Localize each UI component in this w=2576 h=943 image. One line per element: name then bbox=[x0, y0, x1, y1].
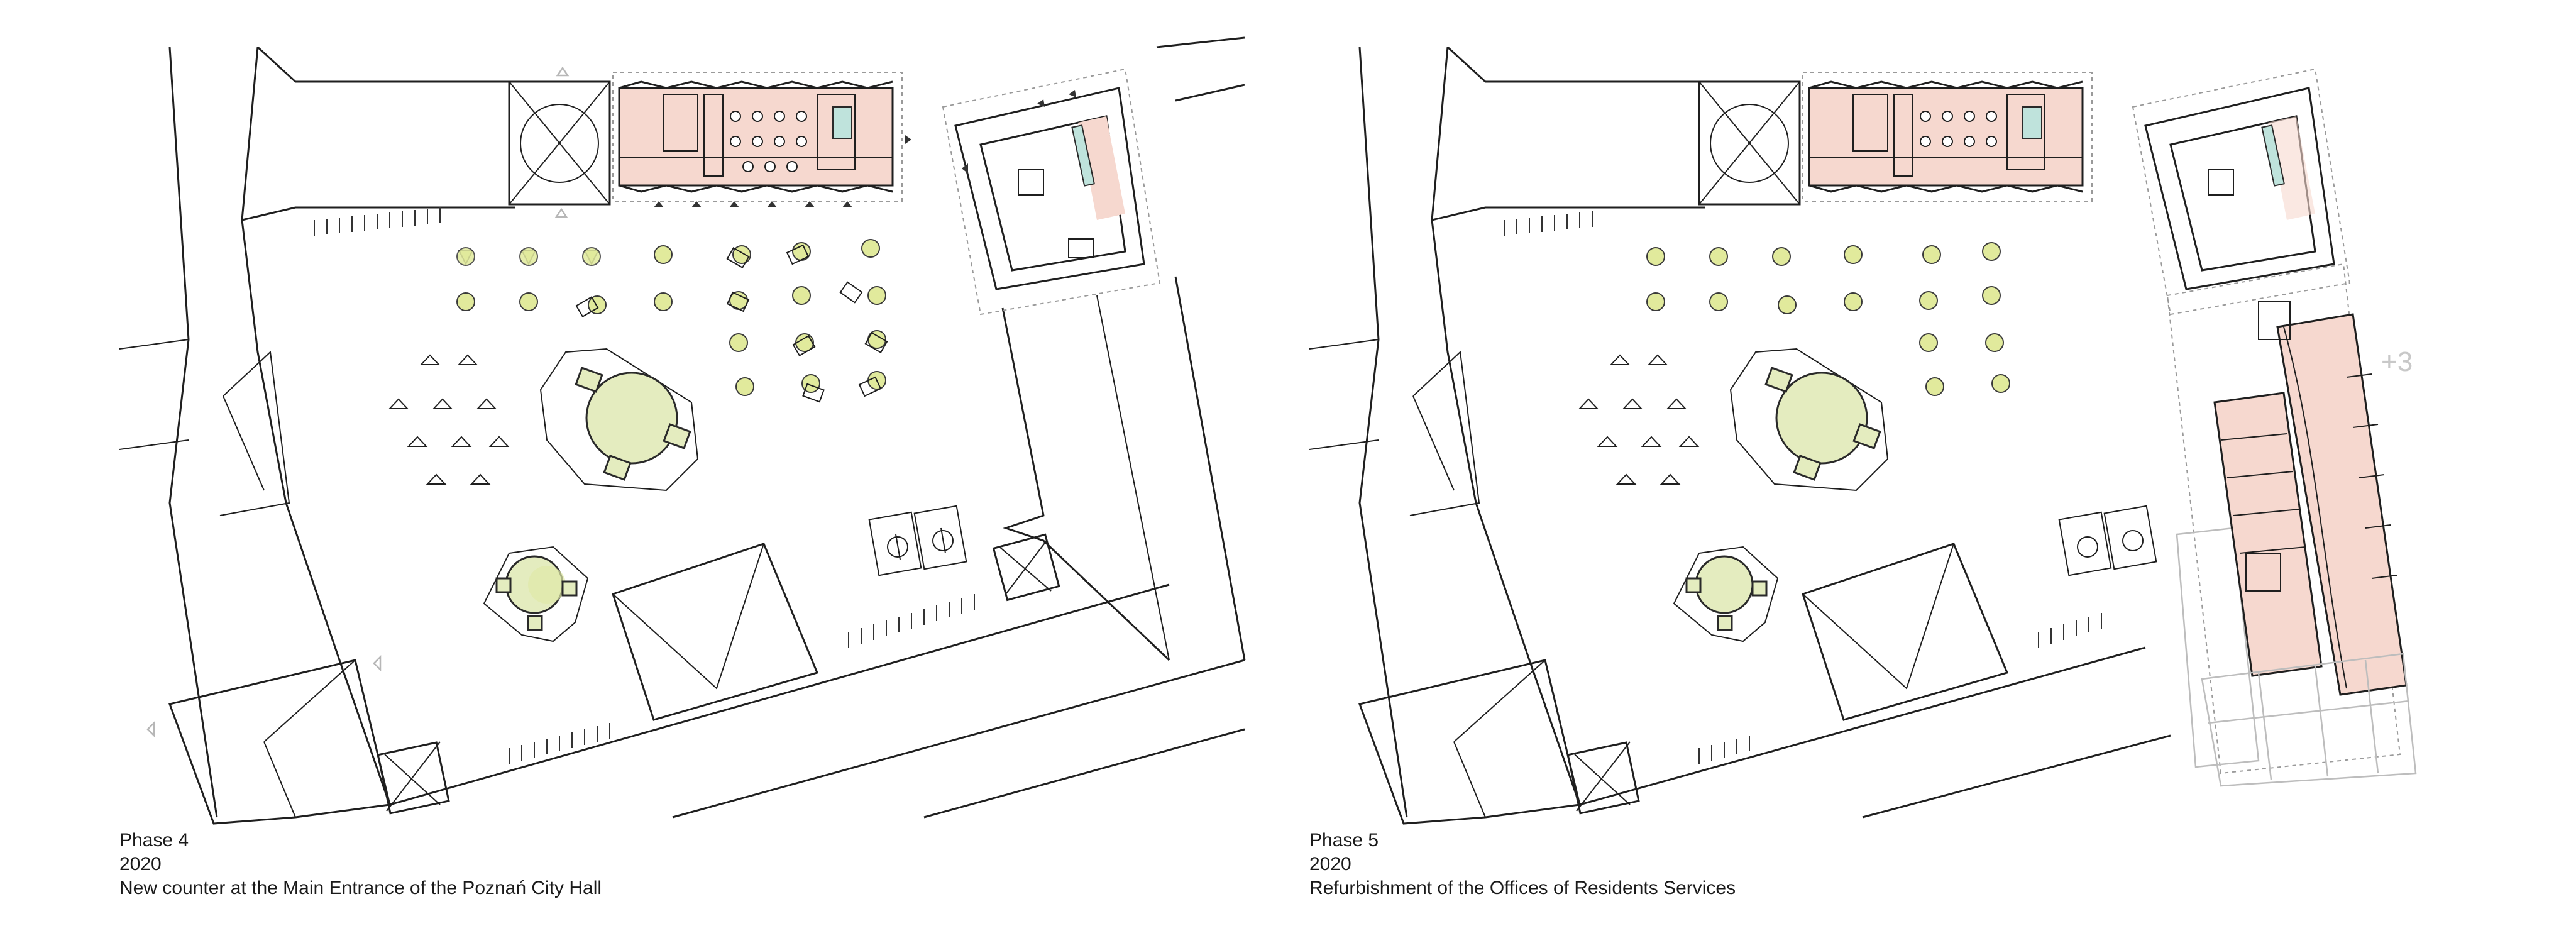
central-fountain bbox=[539, 348, 699, 492]
floor-level-annotation: +3 bbox=[2381, 346, 2413, 377]
central-fountain bbox=[1729, 348, 1889, 492]
surrounding-buildings bbox=[1309, 46, 2171, 825]
plan-panel-phase-4: Phase 4 2020 New counter at the Main Ent… bbox=[119, 36, 1246, 900]
accessible-parking-icon bbox=[868, 505, 967, 576]
accessible-parking-icon bbox=[2058, 505, 2157, 576]
phase-label: Phase 5 bbox=[1309, 830, 1379, 851]
entrance-arrow-icon bbox=[654, 135, 911, 207]
site-plan-phase-4 bbox=[119, 36, 1246, 825]
small-fountain bbox=[1673, 546, 1779, 642]
triangle-tree-icon bbox=[388, 354, 510, 485]
tree-icon bbox=[456, 239, 886, 396]
bicycle-rack-icon bbox=[314, 207, 975, 764]
phase-year: 2020 bbox=[1309, 854, 1351, 874]
east-wing-building bbox=[942, 68, 1161, 316]
cafe-seating bbox=[575, 244, 888, 403]
triangle-tree-icon bbox=[1578, 354, 1700, 485]
phase-description: New counter at the Main Entrance of the … bbox=[119, 878, 602, 898]
plan-panel-phase-5: +3 bbox=[1190, 0, 2478, 943]
surrounding-buildings bbox=[119, 36, 1246, 825]
phase-year: 2020 bbox=[119, 854, 162, 874]
small-fountain bbox=[483, 546, 589, 642]
phase-label: Phase 4 bbox=[119, 830, 189, 851]
counter-tables bbox=[730, 111, 807, 172]
caption-phase-4: Phase 4 2020 New counter at the Main Ent… bbox=[119, 829, 602, 900]
phase-description: Refurbishment of the Offices of Resident… bbox=[1309, 878, 1736, 898]
city-hall-building bbox=[1802, 72, 2093, 202]
east-wing-building bbox=[2132, 68, 2351, 316]
city-hall-building bbox=[612, 72, 911, 207]
bicycle-rack-icon bbox=[1504, 211, 2102, 764]
site-plan-phase-5: +3 bbox=[1309, 46, 2417, 825]
caption-phase-5: Phase 5 2020 Refurbishment of the Office… bbox=[1309, 829, 1736, 900]
tree-icon bbox=[1646, 242, 2010, 396]
residents-services-offices: +3 bbox=[2166, 263, 2417, 787]
